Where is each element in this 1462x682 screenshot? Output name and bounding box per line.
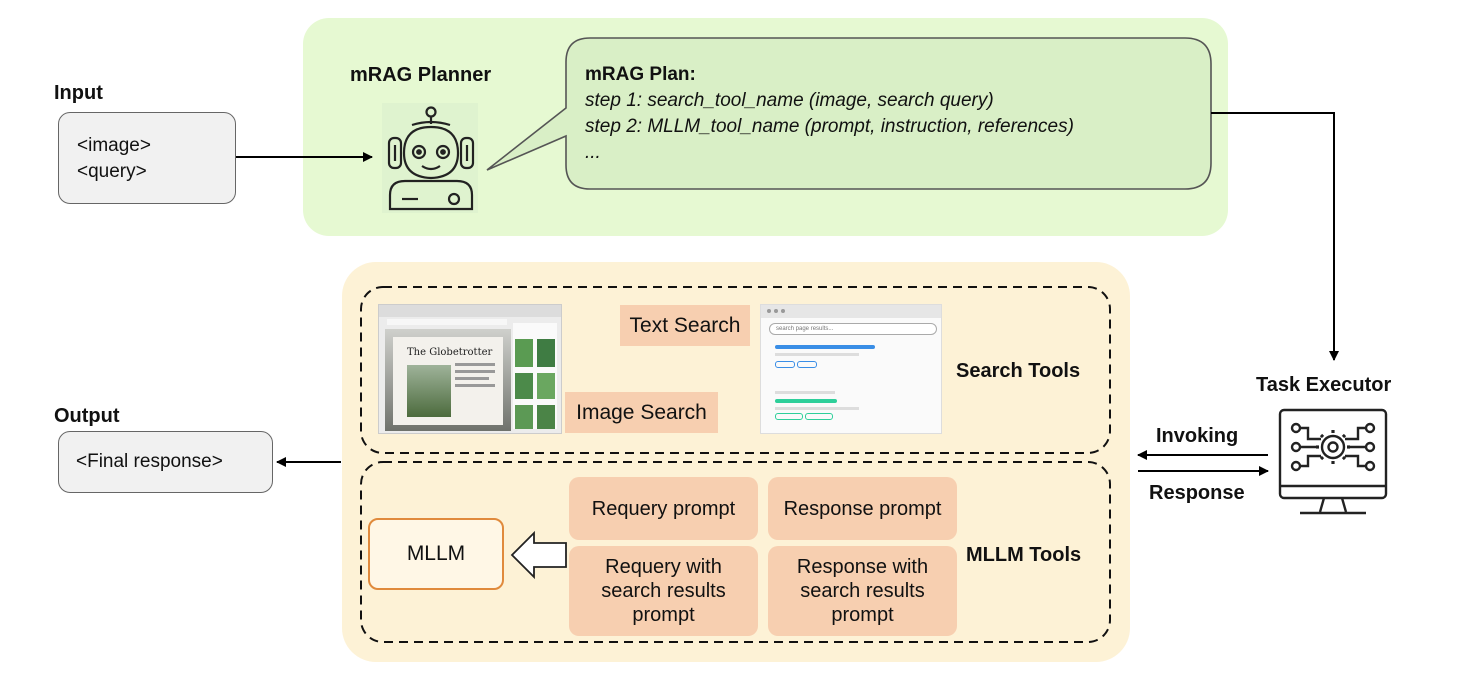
image-search-screenshot: The Globetrotter <box>378 304 562 434</box>
plan-step-ellipsis: ... <box>585 142 601 163</box>
requery-prompt: Requery prompt <box>569 477 758 540</box>
planner-label: mRAG Planner <box>350 64 492 86</box>
result-snippet <box>775 353 859 356</box>
article-title: The Globetrotter <box>407 347 493 358</box>
result-link <box>775 399 837 403</box>
hollow-arrow-to-mllm <box>510 530 567 580</box>
plan-to-executor-arrow <box>1211 112 1339 361</box>
result-thumb <box>537 339 555 367</box>
result-thumb <box>515 339 533 367</box>
result-chip <box>775 413 803 420</box>
result-chip <box>805 413 833 420</box>
robot-icon <box>382 103 478 213</box>
text-search-tag: Text Search <box>620 305 750 346</box>
mllm-tools-section <box>360 461 1111 643</box>
image-search-tag: Image Search <box>565 392 718 433</box>
result-snippet <box>775 391 835 394</box>
output-box: <Final response> <box>58 431 273 493</box>
result-thumb <box>537 373 555 399</box>
window-dot <box>774 309 778 313</box>
input-image-token: <image> <box>77 135 151 156</box>
mllm-tools-label: MLLM Tools <box>966 544 1082 566</box>
result-thumb <box>537 405 555 429</box>
article-text-line <box>455 384 495 387</box>
address-bar <box>387 319 507 325</box>
window-titlebar <box>761 305 941 318</box>
article-photo <box>407 365 451 417</box>
final-response-token: <Final response> <box>76 451 223 472</box>
result-thumb <box>515 373 533 399</box>
window-dot <box>781 309 785 313</box>
browser-bar <box>379 305 561 317</box>
input-query-token: <query> <box>77 161 147 182</box>
result-link <box>775 345 875 349</box>
response-prompt: Response prompt <box>768 477 957 540</box>
article-text-line <box>455 363 495 366</box>
output-label: Output <box>54 405 120 427</box>
response-label: Response <box>1149 482 1245 504</box>
result-chip <box>797 361 817 368</box>
text-search-screenshot: search page results... <box>760 304 942 434</box>
computer-gear-icon <box>1278 408 1388 515</box>
invoking-label: Invoking <box>1156 425 1239 447</box>
task-executor-label: Task Executor <box>1256 374 1392 396</box>
result-chip <box>775 361 795 368</box>
input-label: Input <box>54 82 103 104</box>
window-dot <box>767 309 771 313</box>
article-text-line <box>455 370 495 373</box>
result-thumb <box>515 405 533 429</box>
plan-text: mRAG Plan: step 1: search_tool_name (ima… <box>585 62 1074 166</box>
requery-with-search-results-prompt: Requery with search results prompt <box>569 546 758 636</box>
search-tools-label: Search Tools <box>956 360 1081 382</box>
result-snippet <box>775 407 859 410</box>
search-field: search page results... <box>769 323 937 335</box>
input-box: <image> <query> <box>58 112 236 204</box>
response-with-search-results-prompt: Response with search results prompt <box>768 546 957 636</box>
article-text-line <box>455 377 489 380</box>
plan-title: mRAG Plan: <box>585 64 696 85</box>
search-tools-section <box>360 286 1111 454</box>
plan-step-1: step 1: search_tool_name (image, search … <box>585 90 994 111</box>
plan-speech-bubble <box>486 37 1212 190</box>
mllm-box: MLLM <box>368 518 504 590</box>
plan-step-2: step 2: MLLM_tool_name (prompt, instruct… <box>585 116 1074 137</box>
